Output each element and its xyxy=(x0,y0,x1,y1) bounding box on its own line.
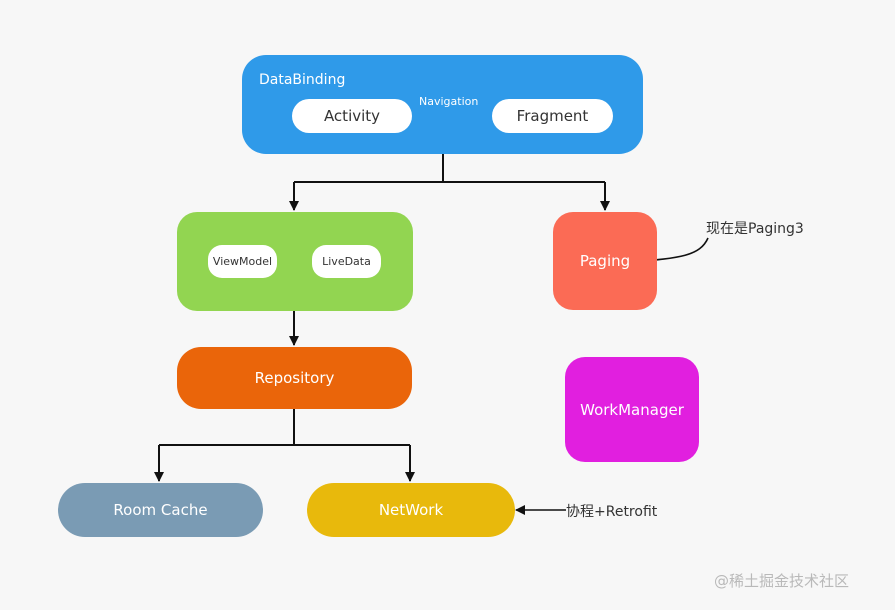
navigation-label: Navigation xyxy=(419,95,479,108)
connector-repository-split xyxy=(159,409,410,446)
fragment-pill: Fragment xyxy=(492,99,613,133)
watermark: @稀土掘金技术社区 xyxy=(714,572,850,590)
repository-box: Repository xyxy=(177,347,412,409)
room-cache-box: Room Cache xyxy=(58,483,263,537)
livedata-pill: LiveData xyxy=(312,245,381,278)
network-label: NetWork xyxy=(378,501,444,519)
workmanager-label: WorkManager xyxy=(580,400,684,419)
network-note: 协程+Retrofit xyxy=(566,504,658,520)
activity-pill: Activity xyxy=(292,99,412,133)
viewmodel-pill: ViewModel xyxy=(208,245,277,278)
paging-label: Paging xyxy=(579,252,631,270)
network-box: NetWork xyxy=(307,483,515,537)
databinding-title: DataBinding xyxy=(259,72,346,88)
paging-note: 现在是Paging3 xyxy=(706,221,804,237)
activity-label: Activity xyxy=(323,107,381,125)
paging-box: Paging xyxy=(553,212,657,310)
viewmodel-label: ViewModel xyxy=(212,255,273,268)
repository-label: Repository xyxy=(254,369,335,387)
fragment-label: Fragment xyxy=(516,107,589,125)
connector-databinding-split xyxy=(294,154,605,183)
room-cache-label: Room Cache xyxy=(113,501,208,519)
livedata-label: LiveData xyxy=(322,255,371,268)
workmanager-box: WorkManager xyxy=(565,357,699,462)
